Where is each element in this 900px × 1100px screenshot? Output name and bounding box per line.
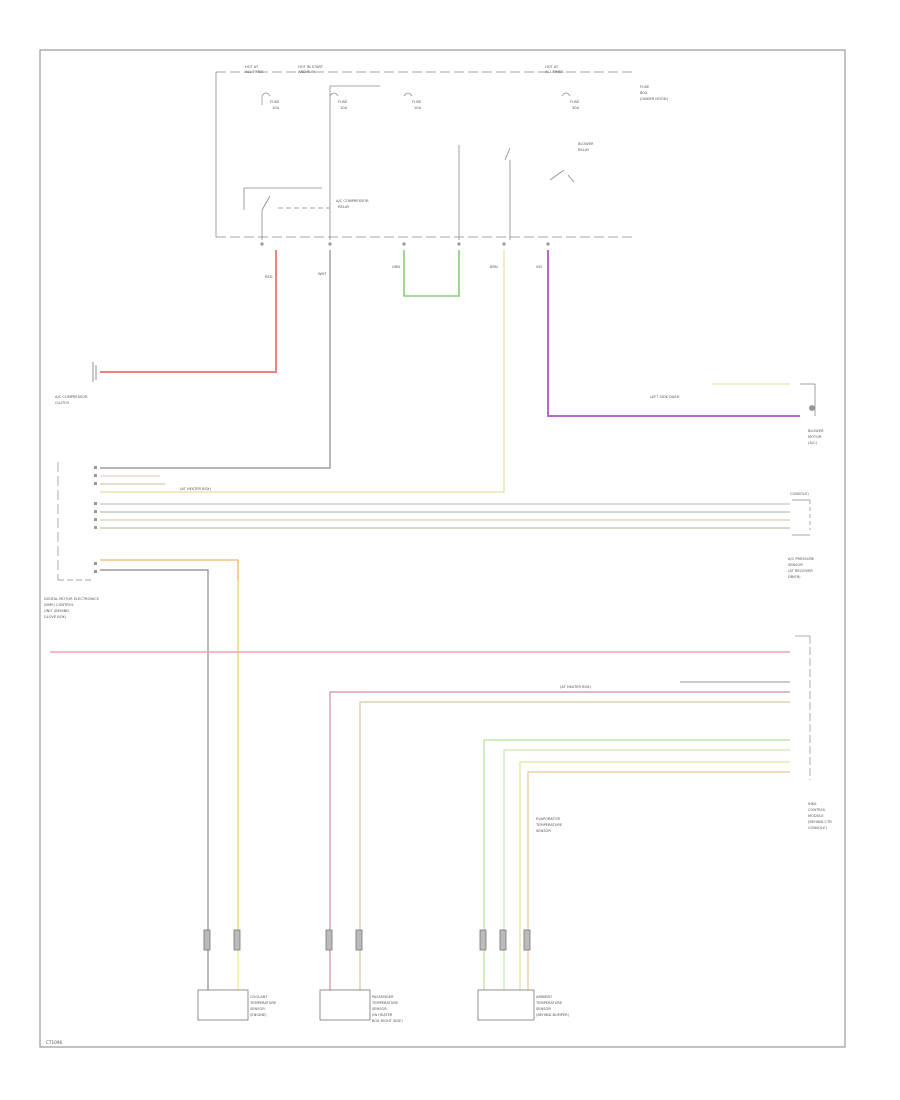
wire-passenger-tan (359, 701, 790, 990)
coolant-temp-sensor (197, 929, 249, 1021)
ambient-sensor-label-3: SENSOR (536, 1007, 551, 1011)
label-fuse-box-3: (UNDER HOOD) (640, 97, 669, 101)
control-unit-box (57, 462, 92, 581)
fuse-a-value: 10A (272, 106, 280, 110)
wire-orange-coolant (100, 559, 239, 940)
ihka-label-4: (BEHIND CTR (808, 820, 832, 824)
pressure-sensor-label-small: CONSOLE) (790, 492, 809, 496)
blower-motor-label-3: (A/C) (808, 441, 818, 445)
fusebox-internal-wires (243, 85, 575, 240)
fuse-a-label: FUSE (270, 100, 280, 104)
sensor-bus-wires (100, 503, 790, 529)
wire-violet-label: VIO (536, 265, 543, 269)
fuse-b (329, 92, 339, 97)
pressure-sensor-label-4: DRIER) (788, 575, 801, 579)
ac-clutch-label: A/C COMPRESSOR (55, 395, 88, 399)
ihka-module-box (795, 635, 811, 780)
ihka-label-5: CONSOLE) (808, 826, 827, 830)
wire-green-label: GRN (392, 265, 400, 269)
ambient-temp-sensor (477, 929, 535, 1021)
blower-motor-label: BLOWER (808, 429, 824, 433)
label-all-times-b: ALL TIMES (545, 70, 564, 74)
label-fuse-box: FUSE (640, 85, 650, 89)
coolant-sensor-label-3: SENSOR (250, 1007, 265, 1011)
wire-yellow-label: BRN (490, 265, 498, 269)
blower-relay-label: BLOWER (578, 142, 594, 146)
passenger-sensor-label-5: BOX RIGHT SIDE) (372, 1019, 403, 1023)
evap-sensor-label-2: TEMPERATURE (535, 823, 563, 827)
ihka-label-3: MODULE (808, 814, 824, 818)
label-hot-a: HOT AT (245, 65, 259, 69)
ac-clutch-label-2: CLUTCH (55, 401, 69, 405)
label-run-start-sub: AND RUN (298, 70, 315, 74)
evap-sensor-inline-label: (AT HEATER BOX) (560, 685, 592, 689)
ac-clutch-symbol (92, 362, 97, 382)
control-unit-label-3: UNIT (BEHIND (44, 609, 69, 613)
wire-red (100, 250, 277, 373)
coolant-sensor-label: COOLANT (250, 995, 268, 999)
passenger-temp-sensor (319, 929, 371, 1021)
control-unit-pins (94, 466, 97, 573)
wire-green (403, 250, 460, 297)
wire-ambient-yellow (519, 761, 790, 990)
coolant-sensor-label-2: TEMPERATURE (249, 1001, 277, 1005)
passenger-sensor-label: PASSENGER (372, 995, 394, 999)
wire-ambient-orange (527, 771, 790, 990)
footer-code: CT1096 (46, 1040, 62, 1045)
label-fuse-box-2: BOX (640, 91, 648, 95)
fuse-d-label: FUSE (570, 100, 580, 104)
control-unit-label-2: (DME) CONTROL (44, 603, 74, 607)
fusebox-connectors (260, 242, 550, 246)
ambient-sensor-label-2: TEMPERATURE (535, 1001, 563, 1005)
passenger-sensor-label-2: TEMPERATURE (371, 1001, 399, 1005)
fuse-d-value: 30A (572, 106, 580, 110)
wire-grey-main (100, 250, 331, 469)
evap-sensor-label-3: SENSOR (536, 829, 551, 833)
fuse-c-label: FUSE (412, 100, 422, 104)
fuse-b-value: 10A (340, 106, 348, 110)
evap-sensor-label: EVAPORATOR (536, 817, 561, 821)
passenger-sensor-label-4: (IN HEATER (372, 1013, 393, 1017)
pressure-sensor-label-2: SENSOR (788, 563, 803, 567)
fuse-d (561, 92, 571, 97)
wire-ambient-lightgreen (503, 749, 790, 990)
wire-red-label: RED (265, 275, 273, 279)
fuse-c (403, 92, 413, 97)
pressure-sensor-symbol (792, 499, 811, 536)
blower-motor-label-2: MOTOR (808, 435, 822, 439)
wire-ambient-green (483, 739, 790, 990)
wire-passenger-red (329, 691, 790, 990)
coolant-sensor-label-4: (ENGINE) (250, 1013, 267, 1017)
relay-a-label: A/C COMPRESSOR (336, 199, 369, 203)
ambient-sensor-label-4: (BEHIND BUMPER) (536, 1013, 570, 1017)
wire-yellow (100, 250, 505, 493)
ihka-label: IHKA (808, 802, 817, 806)
passenger-sensor-label-3: SENSOR (372, 1007, 387, 1011)
ihka-label-2: CONTROL (808, 808, 826, 812)
fuse-a (261, 92, 271, 105)
relay-a-label-2: RELAY (338, 205, 350, 209)
label-all-times-a: ALL TIMES (245, 70, 264, 74)
label-hot-b: HOT AT (545, 65, 559, 69)
control-unit-label-4: GLOVE BOX) (44, 615, 67, 619)
label-hot-run-start: HOT IN START (298, 65, 324, 69)
blower-motor-symbol (800, 383, 816, 416)
wire-violet (547, 250, 800, 417)
pressure-sensor-label-3: (AT RECEIVER (788, 569, 813, 573)
wire-dark-coolant (100, 569, 209, 990)
fuse-box (215, 71, 632, 238)
diagram-frame (39, 49, 846, 1048)
blower-relay-label-2: RELAY (578, 148, 590, 152)
pressure-sensor-label: A/C PRESSURE (788, 557, 815, 561)
wire-grey-label: WHT (318, 272, 327, 276)
fuse-c-value: 10A (414, 106, 422, 110)
left-dash-label: LEFT SIDE DASH (650, 395, 680, 399)
evap-inline-label: (AT HEATER BOX) (180, 487, 212, 491)
ambient-sensor-label: AMBIENT (536, 995, 553, 999)
fuse-b-label: FUSE (338, 100, 348, 104)
control-unit-label: DIGITAL MOTOR ELECTRONICS (44, 597, 100, 601)
